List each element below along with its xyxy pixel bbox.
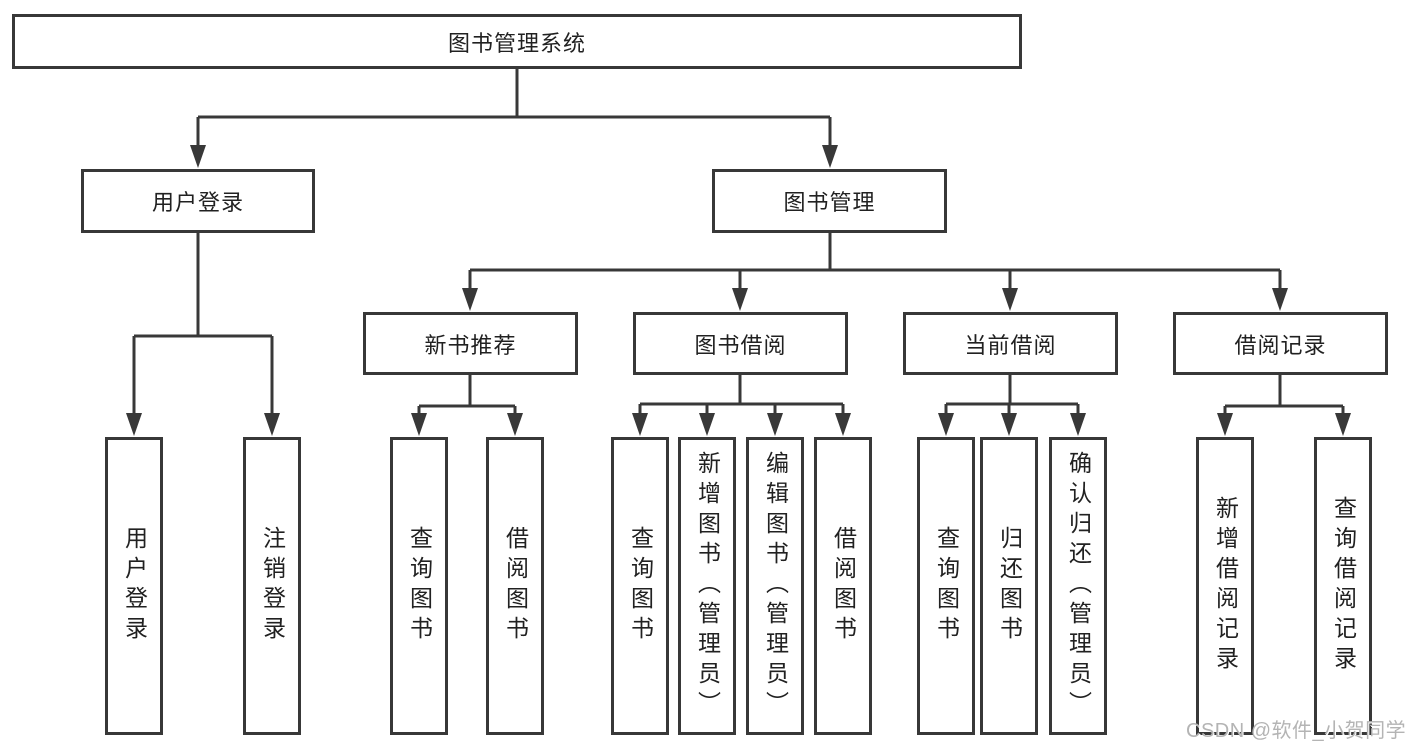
leaf-query-books-borrow: 查询图书 — [611, 437, 669, 735]
node-user-login: 用户登录 — [81, 169, 315, 233]
leaf-user-login: 用户登录 — [105, 437, 163, 735]
node-book-borrow: 图书借阅 — [633, 312, 848, 375]
node-borrow-records: 借阅记录 — [1173, 312, 1388, 375]
leaf-edit-books-admin: 编辑图书（管理员） — [746, 437, 804, 735]
leaf-return-books: 归还图书 — [980, 437, 1038, 735]
leaf-logout: 注销登录 — [243, 437, 301, 735]
leaf-borrow-books: 借阅图书 — [814, 437, 872, 735]
node-current-borrow: 当前借阅 — [903, 312, 1118, 375]
leaf-add-books-admin: 新增图书（管理员） — [678, 437, 736, 735]
leaf-borrow-books-recommend: 借阅图书 — [486, 437, 544, 735]
node-new-book-recommend: 新书推荐 — [363, 312, 578, 375]
leaf-query-books-current: 查询图书 — [917, 437, 975, 735]
csdn-watermark: CSDN @软件_小贺同学 — [1186, 720, 1405, 742]
leaf-query-books-recommend: 查询图书 — [390, 437, 448, 735]
leaf-query-borrow-record: 查询借阅记录 — [1314, 437, 1372, 735]
arrowheads — [126, 145, 1351, 436]
leaf-add-borrow-record: 新增借阅记录 — [1196, 437, 1254, 735]
node-library-management-system: 图书管理系统 — [12, 14, 1022, 69]
leaf-confirm-return-admin: 确认归还（管理员） — [1049, 437, 1107, 735]
node-book-management: 图书管理 — [712, 169, 947, 233]
